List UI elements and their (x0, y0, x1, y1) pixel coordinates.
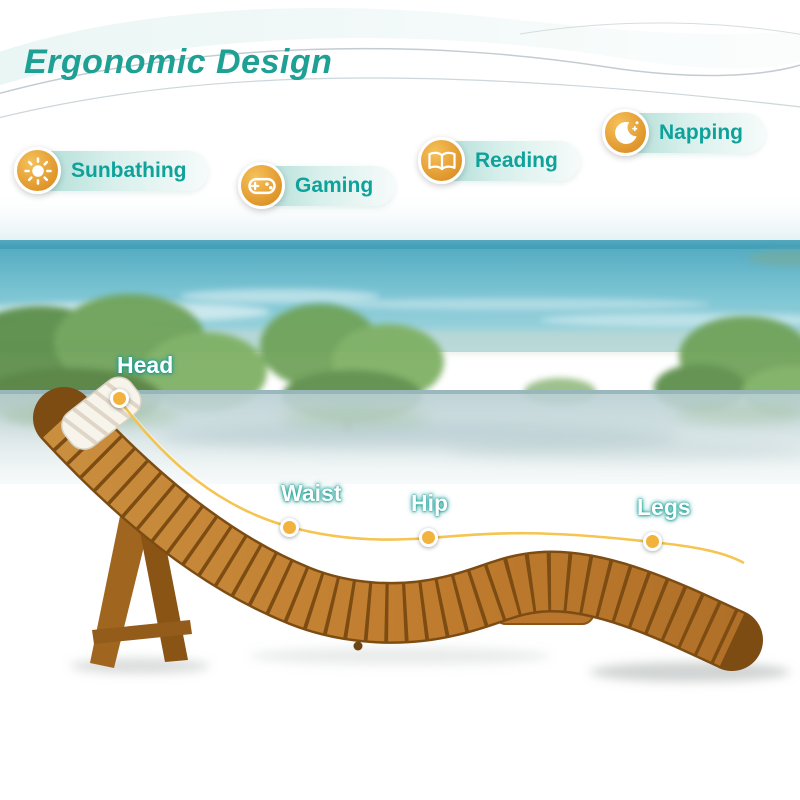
badge-label-sunbathing: Sunbathing (71, 158, 187, 182)
header-wave-decoration (0, 7, 800, 119)
feature-badge-reading: Reading (418, 137, 580, 184)
gamepad-icon (238, 162, 285, 209)
feature-badge-sunbathing: Sunbathing (14, 147, 209, 194)
point-dot-legs (643, 532, 662, 551)
point-label-head: Head (117, 352, 174, 378)
point-label-waist: Waist (281, 480, 342, 506)
point-label-legs: Legs (637, 494, 691, 520)
chair-legs (90, 516, 192, 668)
moon-icon (602, 109, 649, 156)
page-title: Ergonomic Design (24, 42, 333, 81)
feature-badge-napping: Napping (602, 109, 765, 156)
chair-bolt (353, 641, 363, 651)
point-dot-hip (419, 528, 438, 547)
point-label-hip: Hip (411, 490, 449, 516)
badge-label-gaming: Gaming (295, 173, 374, 197)
sun-icon (14, 147, 61, 194)
feature-badge-gaming: Gaming (238, 162, 396, 209)
point-dot-head (110, 389, 129, 408)
badge-label-reading: Reading (475, 148, 558, 172)
chair-body-slats (42, 398, 745, 666)
point-dot-waist (280, 518, 299, 537)
book-icon (418, 137, 465, 184)
badge-label-napping: Napping (659, 120, 743, 144)
